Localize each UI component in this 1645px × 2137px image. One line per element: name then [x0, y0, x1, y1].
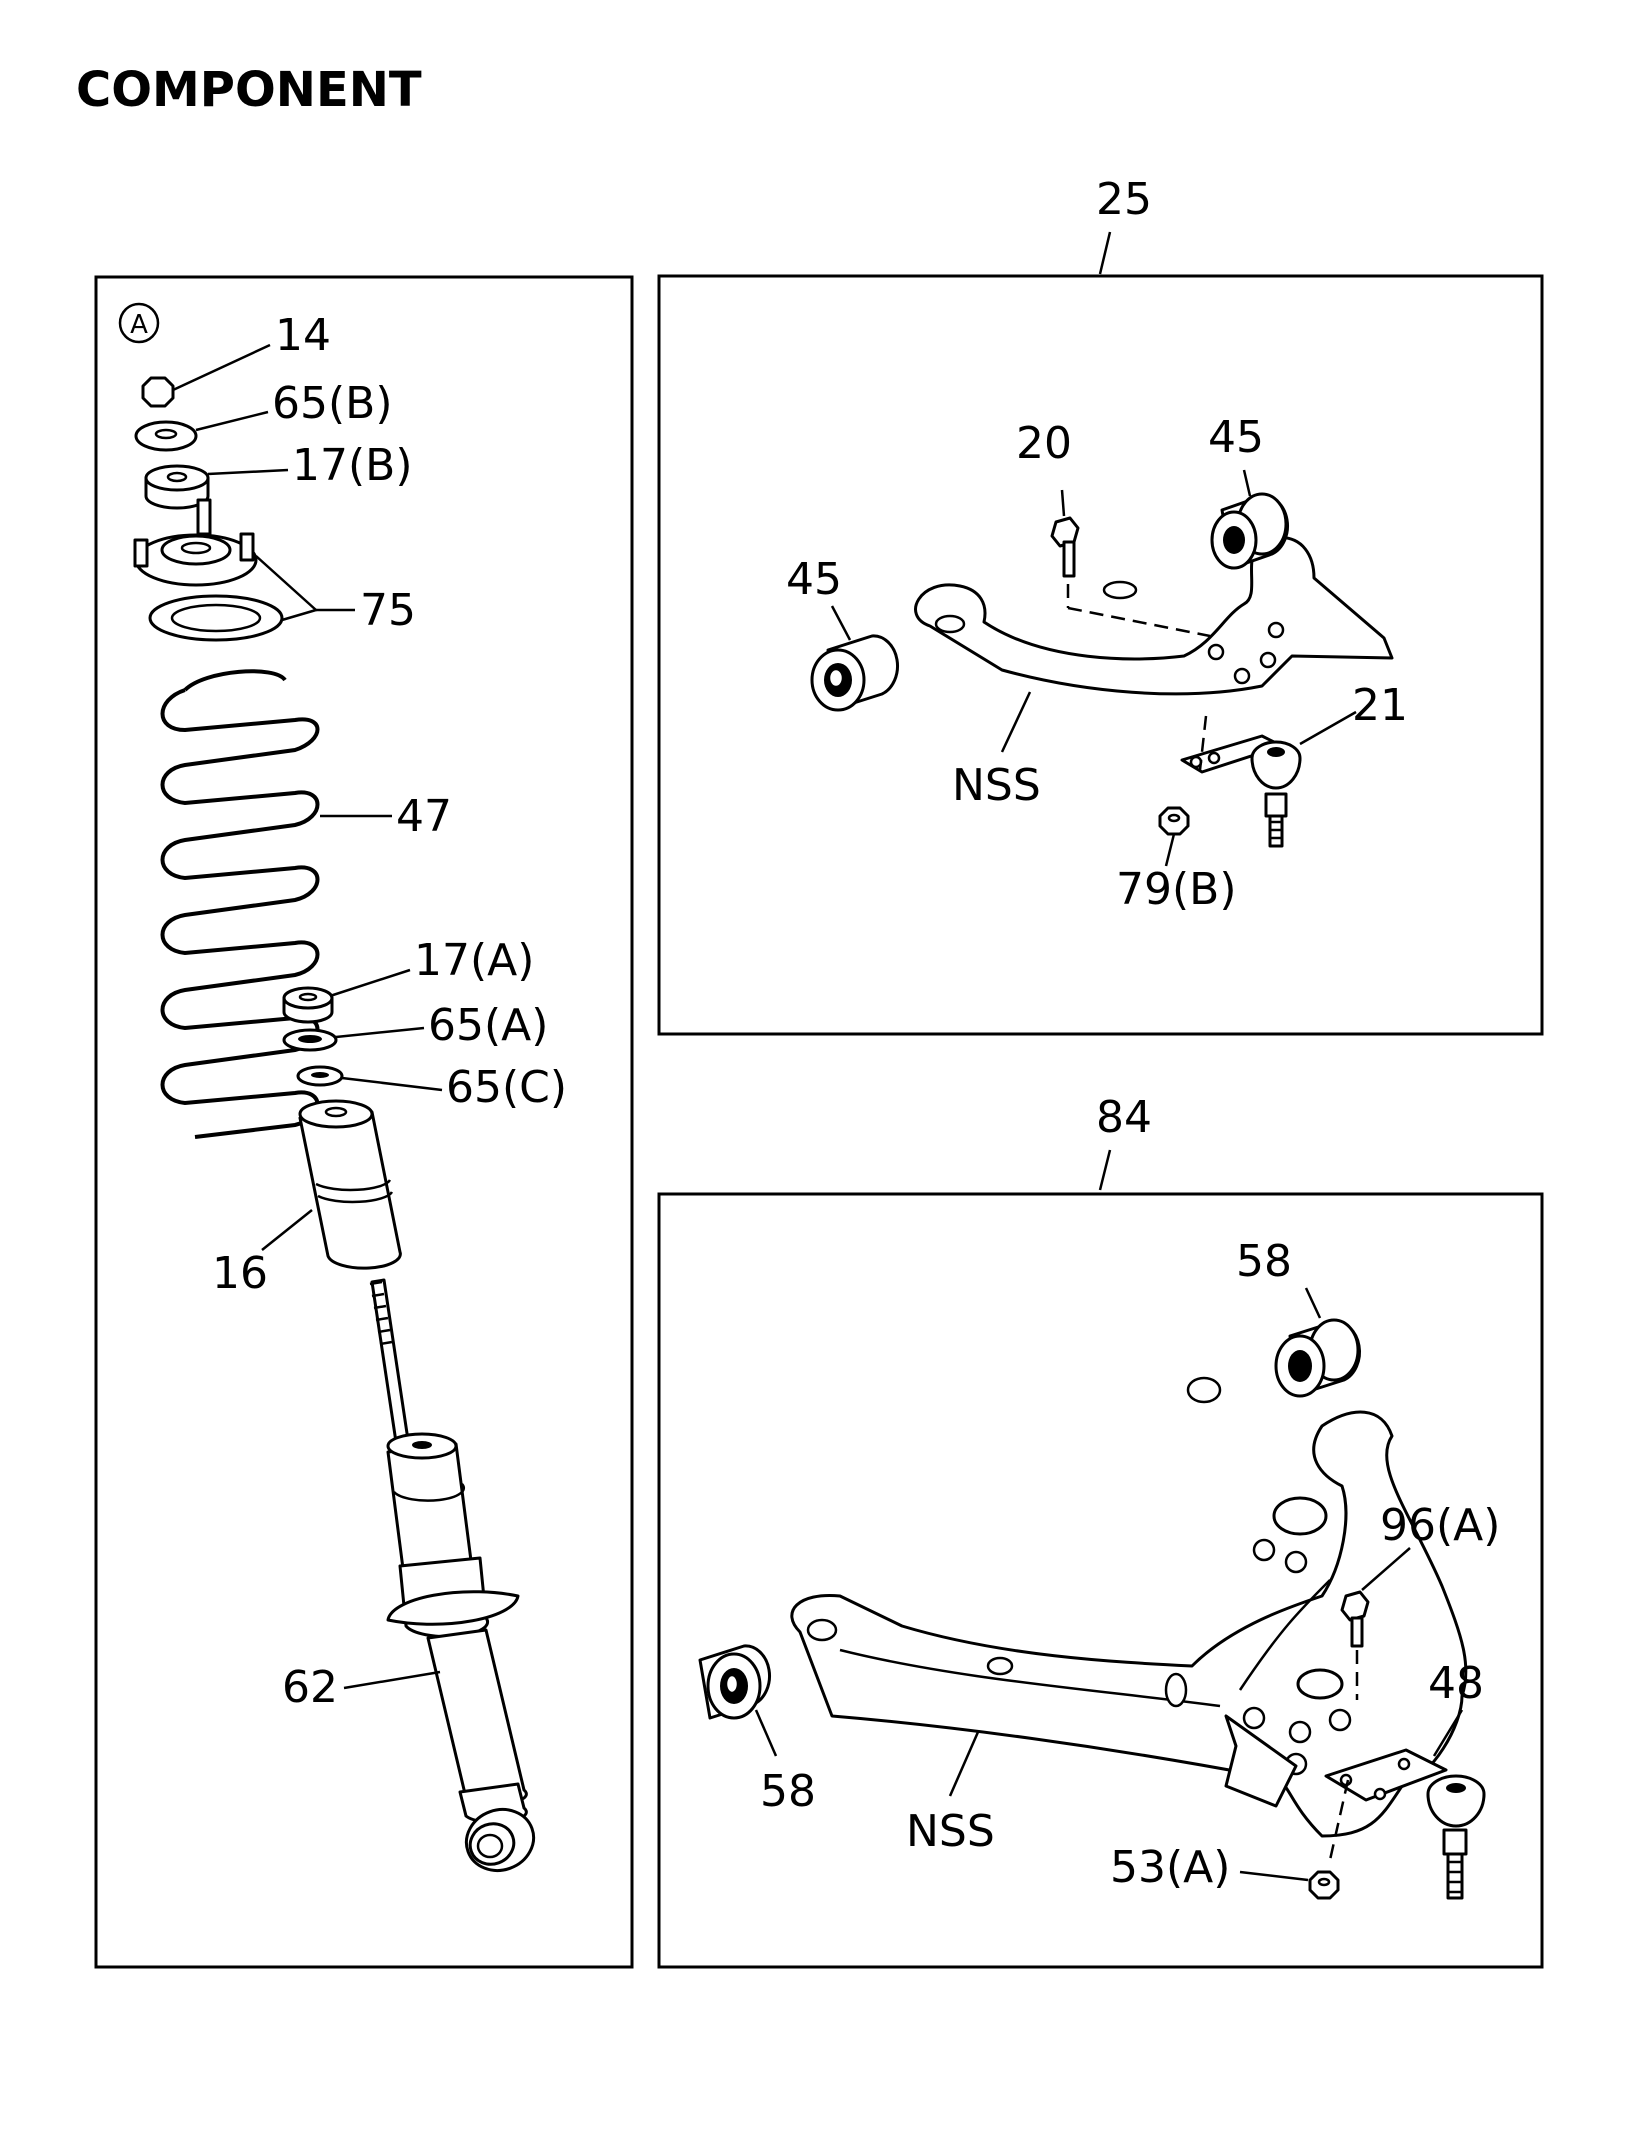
label-58-left: 58	[760, 1766, 816, 1817]
panel-lower-frame	[657, 1192, 1544, 1969]
panel-a-marker-circle	[118, 302, 160, 344]
label-nss-lower: NSS	[906, 1806, 995, 1857]
washer-65c-drawing	[296, 1065, 443, 1092]
bushing-17b-drawing	[144, 464, 289, 510]
panel-upper-frame	[657, 274, 1544, 1036]
label-65c: 65(C)	[446, 1062, 567, 1113]
page-title: COMPONENT	[76, 62, 422, 118]
bushing-45-right-drawing	[1210, 469, 1290, 570]
bushing-17a-drawing	[282, 968, 411, 1024]
bushing-58-left-drawing	[698, 1644, 778, 1757]
washer-65b-drawing	[134, 410, 269, 452]
label-65b: 65(B)	[272, 378, 393, 429]
label-20: 20	[1016, 418, 1072, 469]
nss-upper-leader	[1000, 691, 1032, 753]
label-21: 21	[1352, 680, 1408, 731]
washer-65a-drawing	[282, 1026, 425, 1052]
balljoint-48-drawing	[1324, 1709, 1486, 1900]
bolt-96a-drawing	[1340, 1547, 1411, 1700]
label-nss-upper: NSS	[952, 760, 1041, 811]
label-96a: 96(A)	[1380, 1500, 1500, 1551]
panel-a-frame	[94, 275, 634, 1969]
label-16: 16	[212, 1248, 268, 1299]
label-75: 75	[360, 585, 416, 636]
panel-a: A 14 65(B) 17(B)	[94, 275, 634, 1969]
label-17a: 17(A)	[414, 935, 534, 986]
spring-47-drawing	[160, 669, 392, 1139]
group-84-label: 84	[1096, 1092, 1152, 1143]
bumpstop-16-drawing	[261, 1099, 402, 1270]
panel-upper-arm: 25 45 20	[657, 174, 1544, 1036]
label-65a: 65(A)	[428, 1000, 548, 1051]
label-53a: 53(A)	[1110, 1842, 1230, 1893]
nss-lower-leader	[948, 1731, 980, 1797]
nut-53a-drawing	[1239, 1870, 1340, 1900]
balljoint-21-drawing	[1180, 710, 1357, 848]
label-48: 48	[1428, 1658, 1484, 1709]
lower-arm-drawing	[790, 1376, 1468, 1838]
label-58-top: 58	[1236, 1236, 1292, 1287]
upper-arm-drawing	[914, 536, 1394, 696]
label-62: 62	[282, 1662, 338, 1713]
nut-14-drawing	[141, 343, 271, 408]
group-25-label: 25	[1096, 174, 1152, 225]
label-45-right: 45	[1208, 412, 1264, 463]
bolt-20-drawing	[1050, 489, 1211, 638]
mount-75-drawing	[133, 498, 355, 642]
nut-79b-drawing	[1158, 806, 1190, 867]
label-47: 47	[396, 791, 452, 842]
shock-62-drawing	[343, 1278, 536, 1872]
bushing-58-top-drawing	[1274, 1287, 1362, 1398]
panel-a-marker: A	[130, 310, 148, 340]
label-45-left: 45	[786, 554, 842, 605]
label-14: 14	[275, 310, 331, 361]
panel-lower-arm: 84 58	[657, 1092, 1544, 1969]
bushing-45-left-drawing	[810, 605, 900, 712]
label-17b: 17(B)	[292, 440, 413, 491]
label-79b: 79(B)	[1116, 864, 1237, 915]
